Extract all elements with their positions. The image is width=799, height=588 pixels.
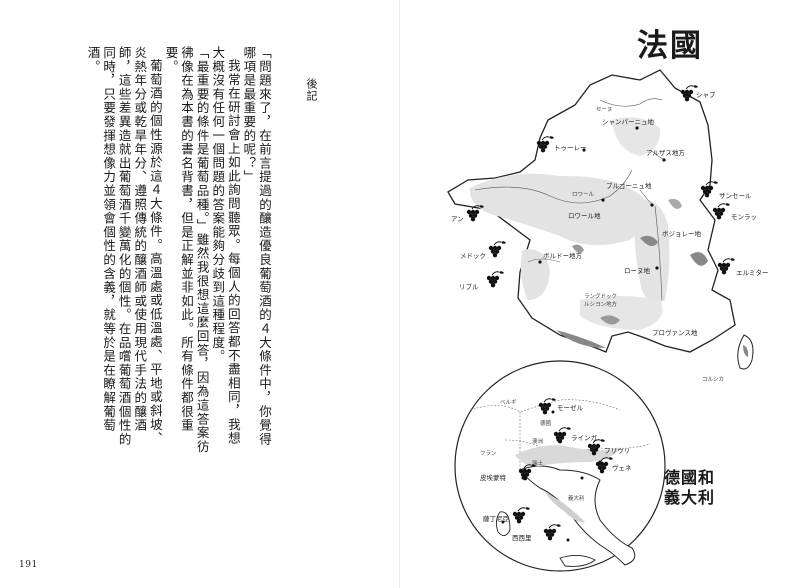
label-germany: 德國 [540,419,552,427]
label-friuli: フリウリ [604,447,630,455]
label-corsica: コルシカ [702,376,724,383]
label-touraine: トゥーレー [554,144,587,152]
germany-italy-map: モーゼル ラインガ フリウリ ヴェネ 皮埃蒙特 薩丁尼亞 西西里 德國 瑞士 澳… [454,360,666,572]
label-champagne: シャンパーニュ地 [602,117,655,126]
label-belgium: ベルギ [500,399,517,406]
label-libourne: リブル [459,282,479,291]
label-sancerre: サンセール [719,192,752,200]
label-hermitage: エルミター [736,268,769,277]
label-rheingau: ラインガ [571,433,598,442]
label-loire-river: ロワール [572,191,595,198]
languedoc-region [580,296,663,330]
label-languedoc-2: ルシヨン地方 [584,300,618,308]
loire-valley-region [469,173,648,246]
france-map-title: 法國 [637,28,703,64]
grape-icon [488,240,507,258]
paragraph-seminar: 我常在研討會上如此詢問聽眾。每個人的回答都不盡相同，我想大概沒有任何一個問題的答… [210,46,241,445]
label-alsace: アルザス地方 [646,148,685,157]
germany-italy-map-title: 德國和 義大利 [664,468,754,508]
label-chablis: シャブ [696,90,716,99]
label-sicily: 西西里 [512,534,532,542]
label-anjou: アン [451,215,464,223]
paragraph-variety: 「最重要的條件是葡萄品種。」雖然我很想這麼回答，因為這答案彷彿像在為本書的書名背… [163,46,210,454]
label-piemonte: 皮埃蒙特 [480,473,507,482]
label-veneto: ヴェネ [612,463,632,472]
paragraph-question: 「問題來了，在前言提過的釀造優良葡萄酒的４大條件中，你覺得哪項是最重要的呢？」 [241,46,272,447]
afterword-text: 「問題來了，在前言提過的釀造優良葡萄酒的４大條件中，你覺得哪項是最重要的呢？」 … [26,46,272,456]
map-circle [454,360,666,572]
label-medoc: メドック [460,252,486,260]
paragraph-personality: 葡萄酒的個性源於這４大條件。高溫處或低溫處、平地或斜坡、炎熱年分或乾旱年分、遵照… [85,46,163,447]
label-austria: 澳洲 [532,437,544,445]
label-montrachet: モンラッ [731,213,757,221]
grape-icon [717,257,736,275]
label-languedoc-1: ラングドック [584,292,617,300]
label-provence: プロヴァンス地 [652,328,698,337]
label-beaujolais: ボジョレー地 [662,229,702,238]
title-line-2: 義大利 [664,488,716,507]
label-bourgogne: ブルゴーニュ地 [606,181,652,190]
label-sardinia: 薩丁尼亞 [483,514,510,523]
label-seine: セーヌ [596,106,613,113]
label-france-small: フラン [480,450,497,457]
page-number: 191 [19,560,38,570]
grape-icon [712,202,731,220]
label-bordeaux: ボルドー地方 [543,251,583,260]
france-map: シャブ シャンパーニュ地 アルザス地方 トゥーレー ブルゴーニュ地 サンセール … [447,69,769,383]
label-switzerland: 瑞士 [532,459,544,467]
running-head: 後記 [305,78,318,102]
title-line-1: 德國和 [664,468,716,487]
label-loire: ロワール地 [568,211,601,220]
grape-icon [486,270,505,288]
champagne-region [612,117,661,156]
label-mosel: モーゼル [557,403,584,412]
page-gutter [399,0,400,588]
label-rhone: ローヌ地 [624,266,651,275]
label-italy-small: 義大利 [568,494,585,502]
